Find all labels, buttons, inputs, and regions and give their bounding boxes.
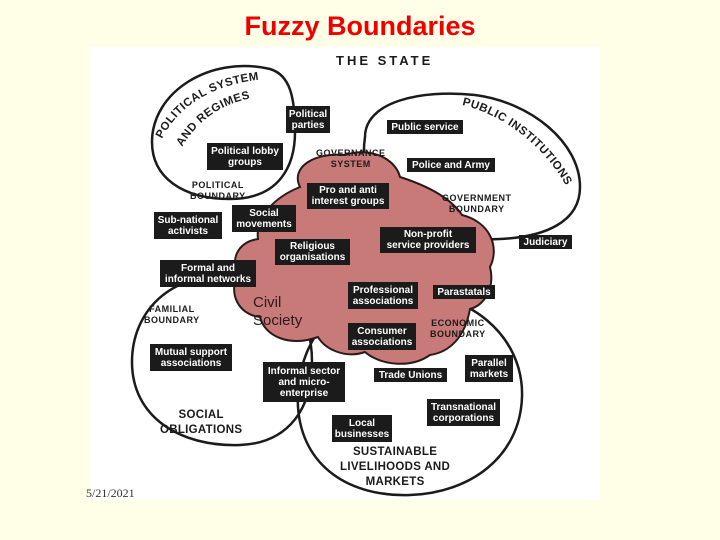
public-institutions-label: PUBLIC INSTITUTIONS	[461, 96, 574, 187]
box-local-businesses: Local businesses	[332, 415, 392, 442]
political-system-label: POLITICAL SYSTEM	[154, 71, 260, 141]
political-boundary-label: POLITICAL BOUNDARY	[190, 180, 246, 201]
social-obligations-label: SOCIAL OBLIGATIONS	[160, 409, 243, 436]
familial-boundary-label: FAMILIAL BOUNDARY	[144, 304, 200, 325]
the-state-heading: THE STATE	[336, 53, 434, 68]
box-professional: Professional associations	[348, 282, 418, 309]
sustainable-livelihoods-label: SUSTAINABLE LIVELIHOODS AND MARKETS	[340, 446, 451, 488]
box-nonprofit: Non-profit service providers	[380, 227, 476, 253]
box-parallel-markets: Parallel markets	[465, 355, 513, 382]
box-public-service: Public service	[387, 120, 463, 134]
box-mutual-support: Mutual support associations	[150, 344, 232, 371]
box-pro-anti: Pro and anti interest groups	[307, 183, 389, 209]
box-consumer: Consumer associations	[348, 323, 416, 350]
economic-boundary-label: ECONOMIC BOUNDARY	[430, 318, 486, 339]
box-judiciary: Judiciary	[519, 235, 572, 249]
sustainable-livelihoods-petal	[296, 290, 524, 497]
slide-date: 5/21/2021	[86, 486, 135, 500]
box-parastatals: Parastatals	[433, 285, 495, 299]
box-political-parties: Political parties	[286, 106, 330, 133]
fuzzy-boundaries-diagram: POLITICAL SYSTEM AND REGIMES PUBLIC INST…	[90, 47, 600, 500]
box-trade-unions: Trade Unions	[374, 368, 447, 382]
governance-system-label: GOVERNANCE SYSTEM	[316, 148, 386, 169]
box-subnational: Sub-national activists	[154, 212, 222, 239]
box-religious: Religious organisations	[275, 239, 350, 265]
box-police-army: Police and Army	[407, 158, 495, 172]
box-transnational: Transnational corporations	[427, 399, 500, 426]
diagram-shapes: POLITICAL SYSTEM AND REGIMES PUBLIC INST…	[130, 64, 582, 497]
box-political-lobby: Political lobby groups	[207, 143, 283, 170]
box-informal-sector: Informal sector and micro- enterprise	[263, 362, 345, 402]
box-formal-informal: Formal and informal networks	[160, 260, 256, 287]
slide-title: Fuzzy Boundaries	[244, 11, 476, 41]
civil-society-label: Civil Society	[253, 294, 303, 329]
government-boundary-label: GOVERNMENT BOUNDARY	[442, 193, 512, 214]
box-social-movements: Social movements	[232, 205, 296, 232]
